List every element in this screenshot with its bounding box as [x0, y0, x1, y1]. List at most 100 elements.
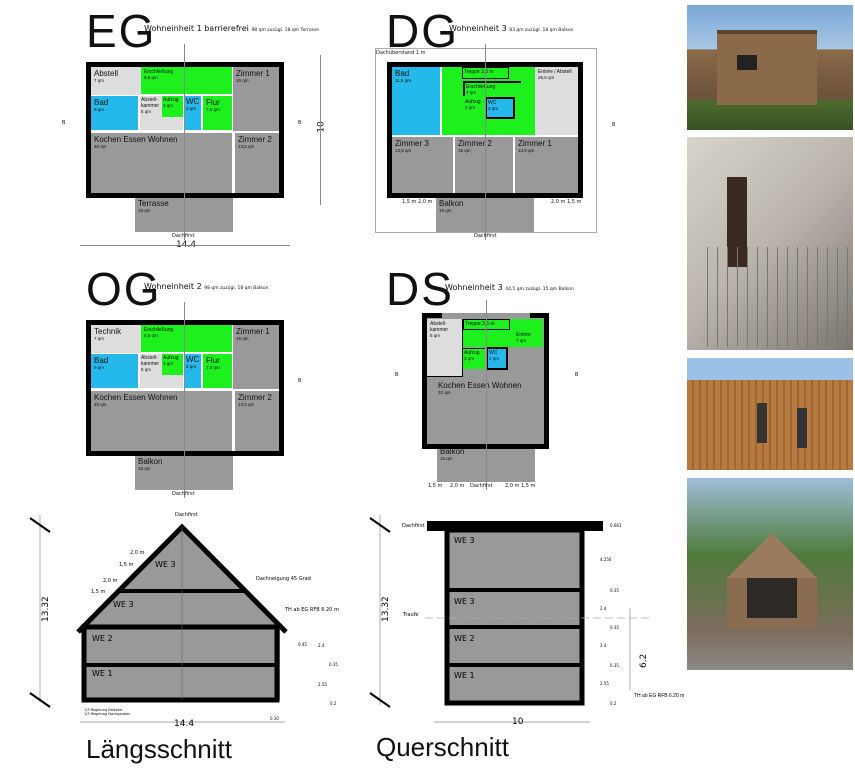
sections-drawing: Dachfirst WE 3 WE 3 WE 2 WE 1 2,0 m 1,5 …	[29, 512, 684, 729]
og-unit: Wohneinheit 2 98 qm zuzügl. 18 qm Balkon	[144, 282, 269, 291]
ridge-label: Dachfirst	[474, 233, 497, 239]
ridge-label: Dachfirst	[402, 523, 425, 529]
dim-label: 0.35	[329, 662, 338, 667]
ridge-label: Dachfirst	[175, 512, 198, 518]
ds-title: DS	[386, 263, 454, 315]
dim-label: 0.35	[610, 625, 619, 630]
dim-label: 2.55	[600, 681, 609, 686]
dim-label: 1,5 m	[119, 562, 134, 568]
overhang-label: Dachüberstand 1 m	[376, 50, 426, 56]
level-label: WE 2	[454, 634, 475, 643]
dim-label: 2.4	[600, 643, 607, 648]
photo-stairwell	[687, 137, 853, 350]
level-label: WE 1	[92, 669, 113, 678]
photo-wooden-house-exterior	[687, 5, 853, 130]
level-label: WE 1	[454, 671, 475, 680]
width-dimension: 14.4	[174, 719, 194, 729]
dim-label: 2.55	[318, 682, 327, 687]
level-label: WE 3	[155, 560, 176, 569]
roof-slope-label: Dachneigung 45 Grad	[256, 576, 311, 582]
dim-label: 0.35	[610, 663, 619, 668]
height-dimension: 13.32	[381, 596, 391, 622]
width-dimension: 10	[512, 717, 524, 727]
laengsschnitt: Dachfirst WE 3 WE 3 WE 2 WE 1 2,0 m 1,5 …	[29, 512, 339, 729]
dim-left: 1,5 m 2,0 m	[402, 199, 433, 205]
dim-label: 4.256	[600, 557, 612, 562]
ridge-label: Dachfirst	[172, 491, 195, 497]
section-mark: B	[395, 372, 399, 378]
og-title: OG	[86, 263, 162, 315]
dim-label: 0.30	[270, 716, 279, 721]
section-mark: B	[575, 372, 579, 378]
level-label: WE 3	[454, 536, 475, 545]
dim-label: 2,0 m	[450, 483, 465, 489]
dim-label: 2,0 m	[130, 550, 145, 556]
dim-label: 2,0 m	[505, 483, 520, 489]
note-label: 1/3 Regelung Dachgauben	[84, 712, 130, 716]
room-circulation	[463, 319, 543, 347]
dim-label: 0.2	[610, 701, 617, 706]
dim-label: 1,5 m	[91, 589, 106, 595]
eave-height-label: TH ab EG RFB 6.20 m	[284, 607, 339, 613]
section-mark: B	[62, 120, 66, 126]
dg-title: DG	[386, 5, 459, 57]
level-label: WE 2	[92, 634, 113, 643]
ridge-label: Dachfirst	[470, 483, 493, 489]
eave-dimension: 6.2	[639, 654, 649, 668]
eg-unit: Wohneinheit 1 barrierefrei 98 qm zuzügl.…	[144, 24, 320, 33]
eg-title: EG	[86, 5, 157, 57]
photo-gabled-houses	[687, 478, 853, 670]
dim-label: 2.4	[318, 643, 325, 648]
dg-unit: Wohneinheit 3 83 qm zuzügl. 18 qm Balkon	[449, 24, 574, 33]
dim-label: 0.35	[610, 588, 619, 593]
querschnitt: Dachfirst Traufe WE 3 WE 3 WE 2 WE 1 0.6…	[369, 515, 684, 727]
level-label: WE 3	[454, 597, 475, 606]
height-dimension: 13.32	[41, 596, 51, 622]
querschnitt-title: Querschnitt	[376, 732, 509, 762]
section-mark: B	[298, 120, 302, 126]
note-label: 1/3 Regelung Balkone	[84, 708, 122, 712]
ds-unit: Wohneinheit 3 44,5 qm zuzügl. 15 qm Balk…	[445, 283, 574, 292]
dim-label: 0.663	[610, 523, 622, 528]
section-mark: B	[612, 122, 616, 128]
dim-label: 1,5 m	[521, 483, 536, 489]
level-label: WE 3	[113, 600, 134, 609]
section-mark: B	[298, 378, 302, 384]
eave-label: Traufe	[402, 612, 418, 618]
dim-label: 2.4	[600, 606, 607, 611]
dim-label: 0.2	[330, 701, 337, 706]
ridge-label: Dachfirst	[172, 233, 195, 239]
photo-timber-facade	[687, 358, 853, 470]
dim-right: 2,0 m 1,5 m	[551, 199, 582, 205]
dim-label: 2,0 m	[103, 578, 118, 584]
